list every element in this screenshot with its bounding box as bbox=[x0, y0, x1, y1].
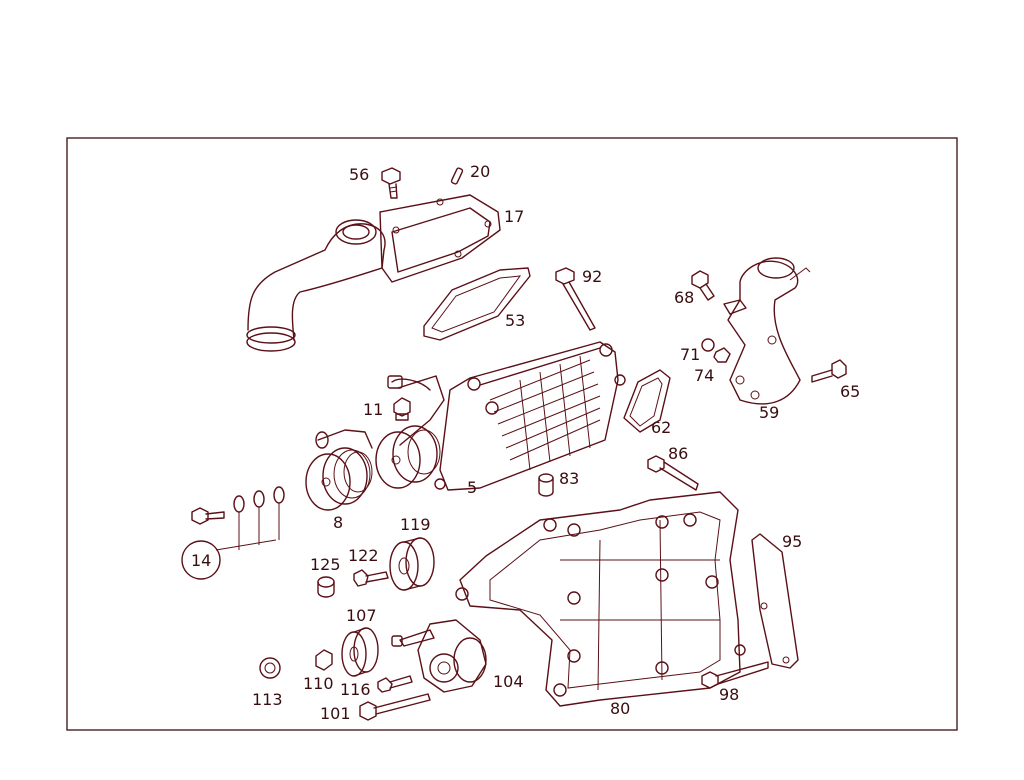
callout-56: 56 bbox=[349, 165, 369, 184]
part-113-cap bbox=[259, 657, 281, 679]
callout-122: 122 bbox=[348, 546, 379, 565]
part-92-bolt bbox=[555, 267, 596, 331]
part-98-bolt bbox=[701, 661, 769, 689]
part-62-gasket bbox=[623, 369, 671, 433]
part-56-bolt bbox=[381, 167, 401, 199]
callout-11: 11 bbox=[363, 400, 383, 419]
callout-59: 59 bbox=[759, 403, 779, 422]
part-125-cap bbox=[317, 576, 335, 598]
part-11-plug bbox=[393, 397, 411, 421]
callout-20: 20 bbox=[470, 162, 490, 181]
callout-74: 74 bbox=[694, 366, 714, 385]
callout-8: 8 bbox=[333, 513, 343, 532]
part-71-washer bbox=[701, 338, 715, 352]
part-14-washer-set bbox=[181, 486, 285, 580]
part-5-supercharger bbox=[387, 341, 626, 491]
callout-80: 80 bbox=[610, 699, 630, 718]
callout-98: 98 bbox=[719, 685, 739, 704]
callout-116: 116 bbox=[340, 680, 371, 699]
part-83-bushing bbox=[538, 473, 554, 497]
part-101-bolt bbox=[359, 693, 431, 721]
callout-65: 65 bbox=[840, 382, 860, 401]
part-107-pulley bbox=[341, 627, 379, 677]
part-74-nut bbox=[713, 347, 731, 363]
part-80-bracket bbox=[455, 491, 746, 707]
callout-119: 119 bbox=[400, 515, 431, 534]
callout-95: 95 bbox=[782, 532, 802, 551]
part-8-pulley-2 bbox=[375, 425, 441, 489]
part-119-idler-pulley bbox=[389, 537, 435, 591]
callout-104: 104 bbox=[493, 672, 524, 691]
part-86-bolt bbox=[647, 455, 699, 491]
callout-110: 110 bbox=[303, 674, 334, 693]
diagram-frame bbox=[66, 137, 958, 731]
callout-86: 86 bbox=[668, 444, 688, 463]
callout-68: 68 bbox=[674, 288, 694, 307]
part-17-intake-elbow bbox=[246, 194, 501, 352]
part-8-pulley bbox=[305, 429, 373, 511]
callout-71: 71 bbox=[680, 345, 700, 364]
callout-17: 17 bbox=[504, 207, 524, 226]
callout-101: 101 bbox=[320, 704, 351, 723]
callout-125: 125 bbox=[310, 555, 341, 574]
part-20-pin bbox=[450, 167, 464, 185]
callout-5: 5 bbox=[467, 478, 477, 497]
callout-83: 83 bbox=[559, 469, 579, 488]
callout-107: 107 bbox=[346, 606, 377, 625]
part-104-tensioner bbox=[391, 619, 487, 693]
part-110-nut bbox=[315, 649, 333, 671]
callout-92: 92 bbox=[582, 267, 602, 286]
callout-14: 14 bbox=[191, 551, 211, 570]
callout-113: 113 bbox=[252, 690, 283, 709]
part-59-bracket bbox=[723, 257, 811, 405]
callout-labels: 56 20 17 53 92 68 71 74 65 59 11 62 86 5… bbox=[191, 162, 860, 723]
part-95-plate bbox=[751, 533, 799, 669]
part-68-bolt bbox=[691, 270, 715, 301]
part-65-bolt bbox=[811, 359, 847, 383]
part-122-bolt bbox=[353, 569, 389, 587]
callout-53: 53 bbox=[505, 311, 525, 330]
callout-62: 62 bbox=[651, 418, 671, 437]
part-53-gasket bbox=[423, 267, 531, 341]
part-116-bolt bbox=[377, 675, 413, 693]
